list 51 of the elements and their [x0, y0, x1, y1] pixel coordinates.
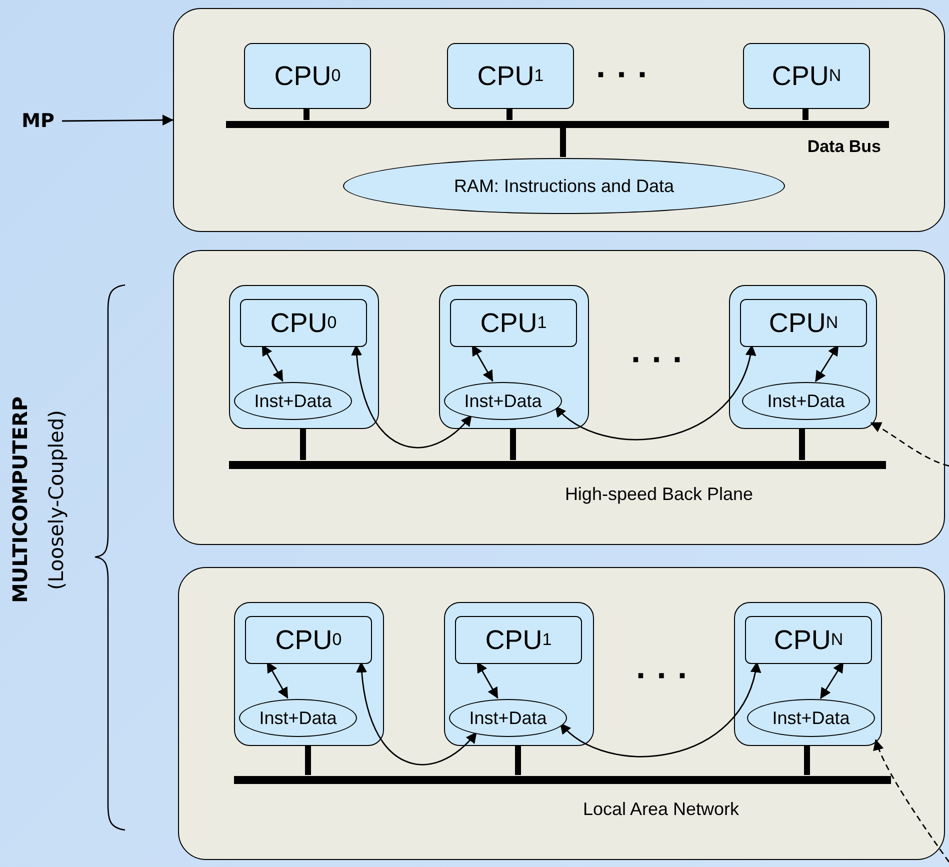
memory-ellipse: Inst+Data — [742, 382, 870, 420]
arrow — [476, 662, 498, 699]
system-panel — [173, 8, 945, 232]
bus-connector — [804, 745, 810, 775]
arrow — [262, 344, 284, 382]
side-label: MULTICOMPUTERP — [8, 396, 32, 606]
ellipsis-mark: · · · — [596, 58, 649, 92]
bus-connector — [802, 108, 808, 120]
bus-label: Data Bus — [806, 137, 881, 157]
ellipsis-mark: · · · — [631, 343, 684, 377]
bus-connector — [515, 745, 521, 775]
arrow — [356, 661, 478, 765]
memory-ellipse: Inst+Data — [747, 699, 875, 737]
arrow — [814, 344, 839, 382]
memory-ellipse: Inst+Data — [234, 382, 352, 420]
memory-ellipse: RAM: Instructions and Data — [343, 158, 785, 214]
arrow — [560, 661, 760, 757]
system-panel — [178, 567, 945, 860]
node-box — [439, 285, 589, 429]
bus-connector — [300, 428, 306, 460]
bus-connector — [304, 108, 310, 120]
arrow — [266, 662, 288, 699]
bus-bar — [226, 121, 889, 128]
node-box — [729, 285, 877, 429]
arrow — [62, 114, 174, 126]
bus-connector — [506, 108, 512, 120]
memory-ellipse: Inst+Data — [449, 699, 567, 737]
node-box — [229, 285, 379, 429]
bus-bar — [229, 461, 886, 469]
bus-connector — [305, 745, 311, 775]
node-box — [234, 602, 384, 746]
node-box — [734, 602, 882, 746]
dashed-arrow — [870, 422, 949, 467]
memory-ellipse: Inst+Data — [239, 699, 357, 737]
dashed-arrow — [874, 739, 949, 862]
arrow — [820, 662, 844, 699]
system-panel — [173, 250, 945, 545]
bus-label: High-speed Back Plane — [564, 484, 754, 505]
arrow — [472, 344, 494, 382]
bus-connector — [560, 127, 566, 157]
system-label: MP — [14, 108, 62, 134]
memory-ellipse: Inst+Data — [444, 382, 562, 420]
ellipsis-mark: · · · — [636, 659, 689, 693]
bus-connector — [799, 428, 805, 460]
node-box — [444, 602, 594, 746]
arrow — [352, 344, 472, 448]
bus-connector — [510, 428, 516, 460]
bus-bar — [234, 776, 891, 784]
bus-label: Local Area Network — [582, 799, 740, 820]
side-label: (Loosely-Coupled) — [44, 409, 68, 592]
arrow — [554, 344, 756, 440]
